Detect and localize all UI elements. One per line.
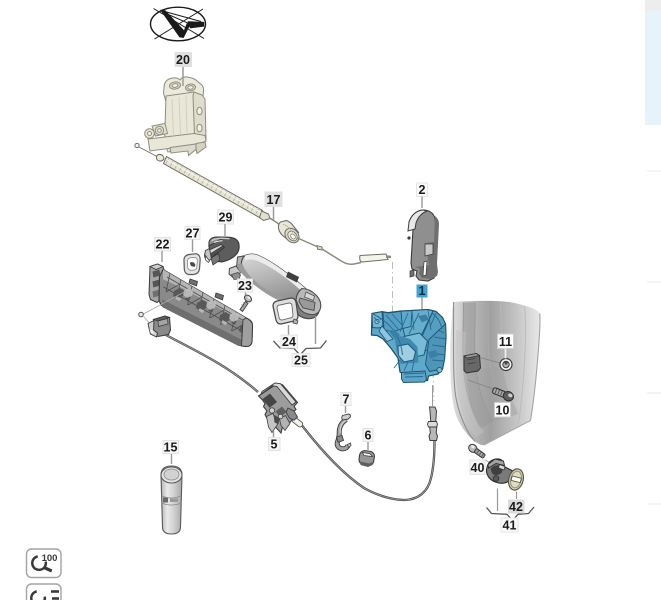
svg-text:2: 2 <box>419 183 426 197</box>
svg-text:100: 100 <box>42 553 58 564</box>
svg-text:42: 42 <box>509 500 523 514</box>
svg-text:1: 1 <box>419 284 426 298</box>
svg-text:22: 22 <box>156 238 170 252</box>
svg-text:20: 20 <box>176 53 190 67</box>
svg-text:29: 29 <box>219 211 233 225</box>
svg-text:7: 7 <box>343 393 350 407</box>
svg-text:41: 41 <box>503 519 517 533</box>
svg-text:24: 24 <box>282 335 296 349</box>
svg-text:5: 5 <box>271 438 278 452</box>
svg-text:11: 11 <box>499 335 512 349</box>
svg-text:27: 27 <box>186 227 200 241</box>
svg-text:15: 15 <box>164 441 178 455</box>
svg-text:25: 25 <box>294 354 308 368</box>
svg-text:6: 6 <box>365 429 372 443</box>
svg-text:10: 10 <box>496 404 510 418</box>
svg-text:17: 17 <box>267 193 281 207</box>
svg-text:23: 23 <box>238 279 252 293</box>
svg-text:40: 40 <box>471 461 485 475</box>
